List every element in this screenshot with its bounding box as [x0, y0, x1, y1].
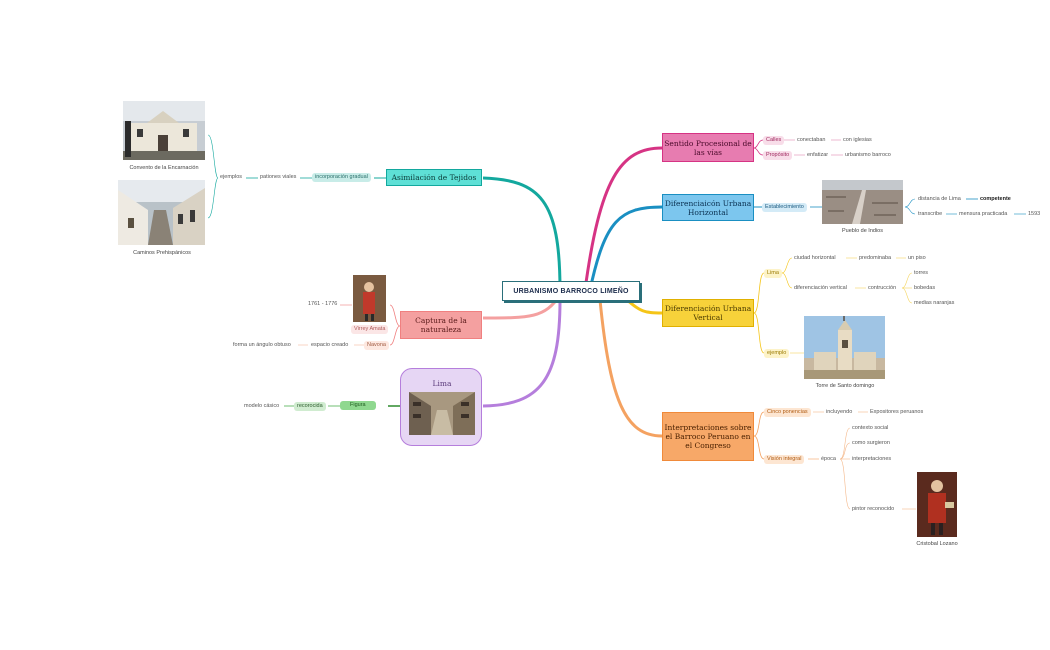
topic-label: Captura de la naturaleza: [415, 316, 467, 334]
label-diferenciacion-vertical[interactable]: diferenciación vertical: [794, 285, 847, 291]
label-year-1593[interactable]: 1593: [1028, 211, 1041, 217]
cristobal-lozano-caption: Cristobal Lozano: [916, 541, 958, 547]
label-incluyendo[interactable]: incluyendo: [826, 409, 853, 415]
topic-captura-naturaleza[interactable]: Captura de la naturaleza: [400, 311, 482, 339]
label-competente[interactable]: competente: [980, 196, 1011, 202]
tag-vision-integral[interactable]: Visión integral: [764, 455, 805, 464]
caminos-image[interactable]: [118, 180, 205, 245]
topic-label: Diferenciaicón Urbana Horizontal: [664, 198, 752, 217]
virrey-amata-portrait[interactable]: [353, 275, 386, 322]
topic-diferenciacion-horizontal[interactable]: Diferenciaicón Urbana Horizontal: [662, 194, 754, 221]
topic-diferenciacion-vertical[interactable]: Diferenciación Urbana Vertical: [662, 299, 754, 327]
tag-calles[interactable]: Calles: [763, 136, 785, 145]
label-enfatizar[interactable]: enfatizar: [807, 152, 829, 158]
label-distancia-lima[interactable]: distancia de Lima: [918, 196, 961, 202]
tag-ejemplo[interactable]: ejemplo: [764, 349, 790, 358]
cristobal-lozano-portrait[interactable]: [917, 472, 957, 537]
label-bobedas[interactable]: bobedas: [914, 285, 936, 291]
label-years[interactable]: 1761 - 1776: [308, 301, 338, 307]
label-forma-angulo[interactable]: forma un ángulo obtuso: [233, 342, 291, 348]
torre-santo-domingo-caption: Torre de Santo domingo: [815, 383, 875, 389]
central-topic-label: URBANISMO BARROCO LIMEÑO: [513, 287, 629, 295]
tag-incorporacion-gradual[interactable]: incorporación gradual: [312, 173, 371, 182]
topic-lima[interactable]: Lima: [400, 368, 482, 446]
portrait-illustration: [353, 275, 386, 322]
topic-label: Sentido Procesional de las vías: [664, 138, 752, 157]
label-un-piso[interactable]: un piso: [908, 255, 926, 261]
tag-navona[interactable]: Navona: [364, 341, 389, 350]
topic-interpretaciones[interactable]: Interpretaciones sobre el Barroco Peruan…: [662, 412, 754, 461]
label-ejemplos[interactable]: ejemplos: [220, 174, 243, 180]
tag-cinco-ponencias[interactable]: Cinco ponencias: [764, 408, 811, 417]
caminos-illustration: [118, 180, 205, 245]
label-pintor-reconocido[interactable]: pintor reconocido: [852, 506, 895, 512]
label-mensura[interactable]: mensura practicada: [959, 211, 1008, 217]
pueblo-indios-image[interactable]: [822, 180, 903, 224]
pueblo-indios-caption: Pueblo de Indios: [842, 228, 883, 234]
lima-street-image[interactable]: [409, 392, 475, 435]
tag-establecimiento[interactable]: Establecimiento: [762, 203, 807, 212]
label-predominaba[interactable]: predominaba: [859, 255, 892, 261]
topic-label: Diferenciación Urbana Vertical: [664, 304, 752, 322]
label-contruccion[interactable]: contrucción: [868, 285, 897, 291]
label-contexto-social[interactable]: contexto social: [852, 425, 889, 431]
label-conectaban[interactable]: conectaban: [797, 137, 826, 143]
label-espacio-creado[interactable]: espacio creado: [311, 342, 349, 348]
label-transcribe[interactable]: transcribe: [918, 211, 943, 217]
label-expositores[interactable]: Expositores peruanos: [870, 409, 924, 415]
tag-proposito[interactable]: Propósito: [763, 151, 793, 160]
topic-asimilacion-tejidos[interactable]: Asimilación de Tejidos: [386, 169, 482, 186]
topic-label: Interpretaciones sobre el Barroco Peruan…: [664, 423, 752, 450]
lima-title: Lima: [432, 379, 452, 388]
tag-virrey-amata[interactable]: Virrey Amata: [351, 325, 389, 334]
label-medias-naranjas[interactable]: medias naranjas: [914, 300, 955, 306]
caminos-caption: Caminos Prehispánicos: [133, 250, 191, 256]
church-illustration: [804, 316, 885, 379]
torre-santo-domingo-image[interactable]: [804, 316, 885, 379]
label-como-surgieron[interactable]: como surgieron: [852, 440, 890, 446]
topic-label: Asimilación de Tejidos: [391, 173, 477, 182]
tag-recorocida[interactable]: recorocida: [294, 402, 326, 411]
label-epoca[interactable]: época: [821, 456, 836, 462]
label-urbanismo-barroco[interactable]: urbanismo barroco: [845, 152, 891, 158]
central-topic[interactable]: URBANISMO BARROCO LIMEÑO: [502, 281, 640, 301]
street-illustration: [409, 392, 475, 435]
convento-caption: Convento de la Encarnación: [129, 165, 199, 171]
convento-image[interactable]: [123, 101, 205, 160]
label-modelo-casico[interactable]: modelo cásico: [244, 403, 280, 409]
label-interpretaciones[interactable]: interpretaciones: [852, 456, 892, 462]
label-pationes-viales[interactable]: pationes viales: [260, 174, 297, 180]
convento-illustration: [123, 101, 205, 160]
label-con-iglesias[interactable]: con iglesias: [843, 137, 872, 143]
label-torres[interactable]: torres: [914, 270, 929, 276]
topic-sentido-procesional[interactable]: Sentido Procesional de las vías: [662, 133, 754, 162]
tag-lima[interactable]: Lima: [764, 269, 782, 278]
tag-figura[interactable]: Figura: [340, 401, 376, 410]
portrait-illustration: [917, 472, 957, 537]
label-ciudad-horizontal[interactable]: ciudad horizontal: [794, 255, 836, 261]
aerial-illustration: [822, 180, 903, 224]
